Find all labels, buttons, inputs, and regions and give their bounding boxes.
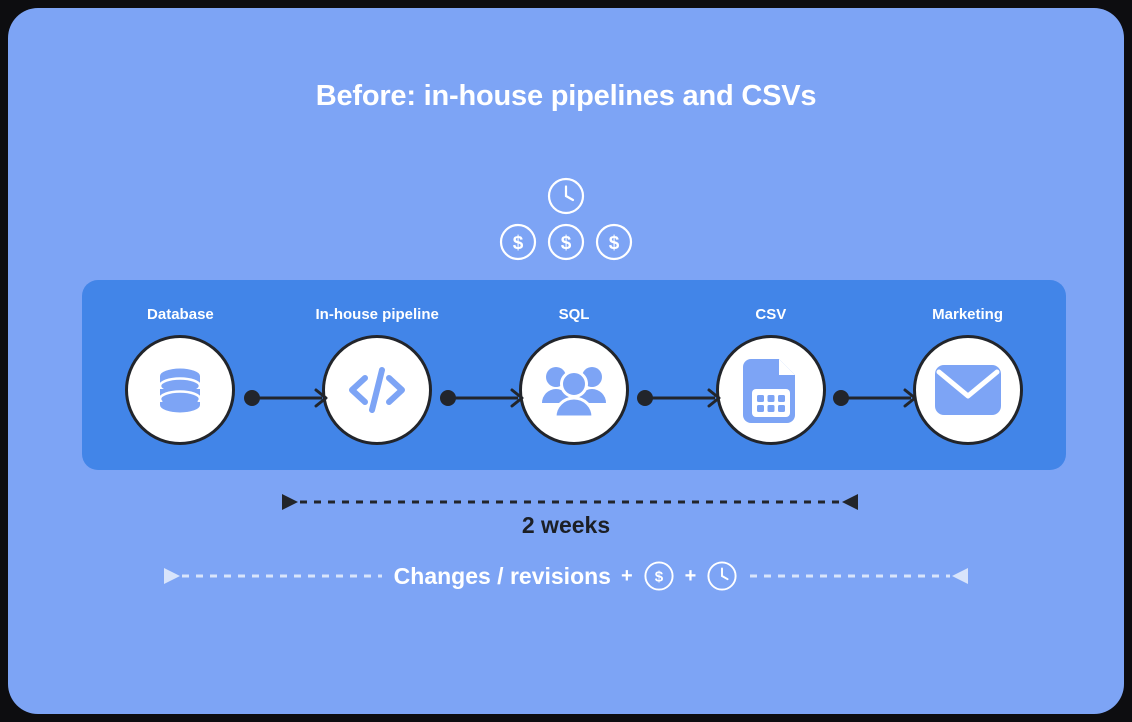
svg-text:$: $ (513, 233, 524, 254)
database-icon (159, 368, 202, 412)
dollar-icon: $ (644, 561, 674, 591)
time-icon-row (546, 176, 586, 216)
pipeline-node-marketing[interactable]: Marketing (869, 306, 1066, 445)
page-title: Before: in-house pipelines and CSVs (315, 80, 817, 112)
cost-time-cluster: $ $ $ (8, 176, 1124, 262)
node-circle (125, 334, 236, 445)
node-label: SQL (558, 305, 590, 323)
duration-label: 2 weeks (521, 512, 611, 538)
dollar-icon: $ (547, 223, 585, 261)
changes-label: Changes / revisions (393, 562, 611, 589)
node-label: Marketing (932, 305, 1004, 323)
svg-text:$: $ (654, 569, 663, 586)
dollar-icon: $ (595, 223, 633, 261)
node-circle (715, 334, 826, 445)
changes-dash-right (748, 566, 970, 586)
pipeline-node-in-house-pipeline[interactable]: In-house pipeline (279, 306, 476, 445)
envelope-icon (934, 364, 1001, 415)
svg-text:$: $ (609, 233, 620, 254)
pipeline-node-csv[interactable]: CSV (672, 306, 869, 445)
node-circle (912, 334, 1023, 445)
plus-sign: + (684, 564, 697, 587)
clock-icon (547, 177, 585, 215)
slide-card: Before: in-house pipelines and CSVs $ $ … (8, 8, 1124, 714)
duration-measure-line (280, 492, 860, 512)
pipeline-node-database[interactable]: Database (82, 306, 279, 445)
pipeline-node-sql[interactable]: SQL (476, 306, 673, 445)
pipeline-panel: Database In-house pipeline (82, 280, 1066, 470)
node-label: In-house pipeline (315, 305, 439, 323)
node-circle (518, 334, 629, 445)
plus-sign: + (620, 564, 633, 587)
svg-text:$: $ (561, 233, 572, 254)
node-circle (322, 334, 433, 445)
node-label: Database (147, 305, 214, 323)
code-icon (349, 366, 406, 413)
dollar-icon: $ (499, 223, 537, 261)
clock-icon (707, 561, 737, 591)
changes-dash-left (162, 566, 384, 586)
spreadsheet-file-icon (742, 358, 795, 423)
changes-revisions-row: Changes / revisions + $ + (8, 556, 1124, 596)
people-icon (541, 366, 606, 418)
node-label: CSV (755, 305, 787, 323)
pipeline-node-row: Database In-house pipeline (82, 280, 1066, 470)
cost-icon-row: $ $ $ (498, 222, 634, 262)
